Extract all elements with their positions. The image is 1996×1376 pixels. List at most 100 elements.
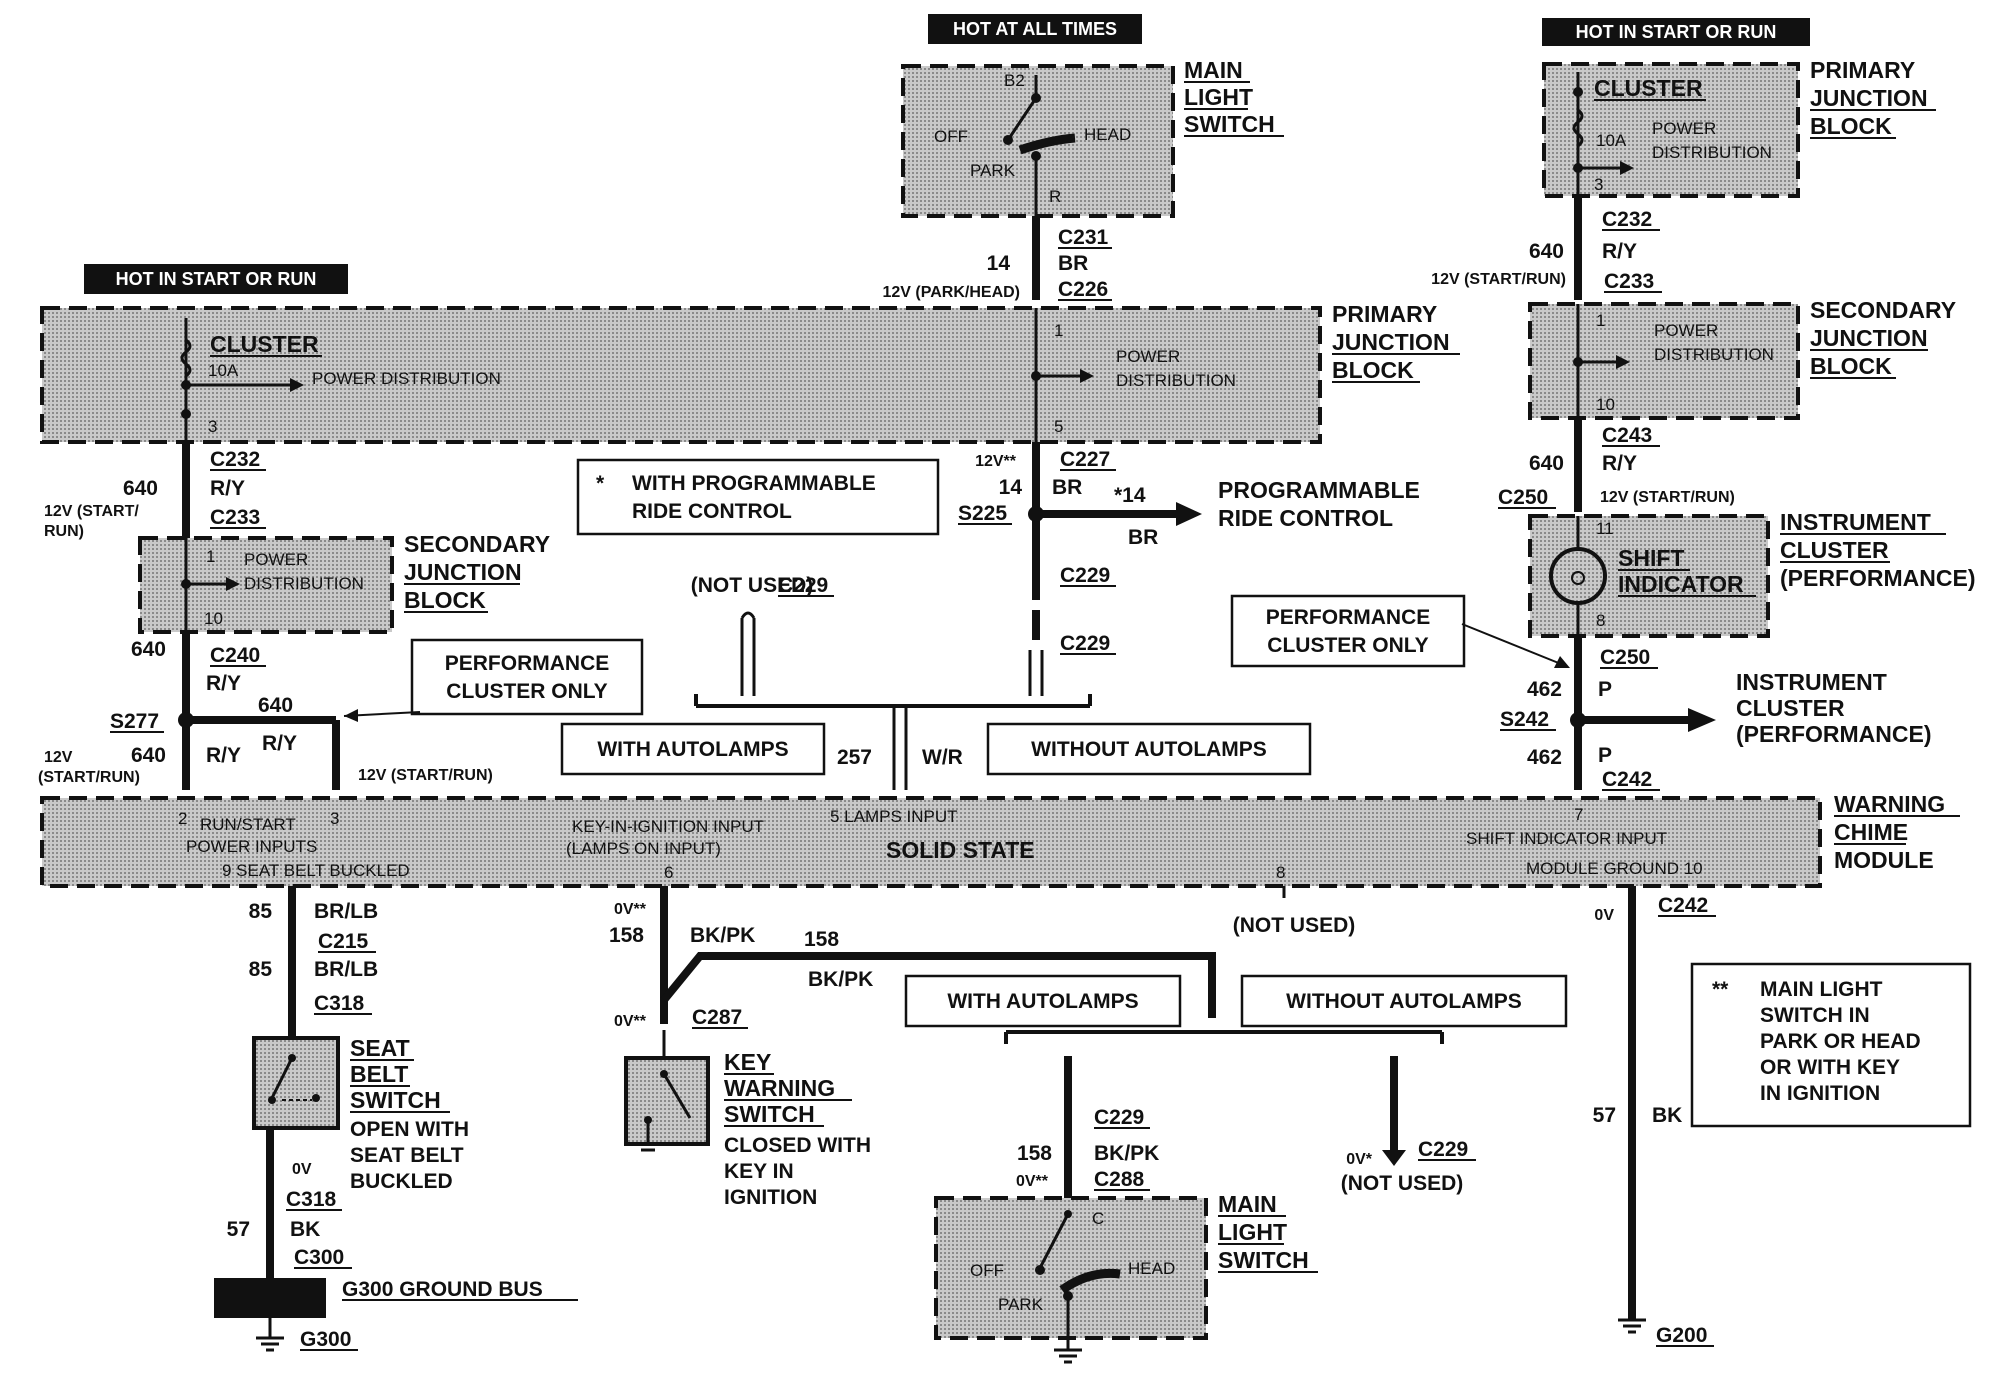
svg-text:INSTRUMENT: INSTRUMENT <box>1780 509 1931 535</box>
svg-text:SOLID STATE: SOLID STATE <box>886 837 1035 863</box>
svg-text:S277: S277 <box>110 710 159 733</box>
svg-text:BR: BR <box>1052 476 1082 499</box>
svg-text:C229: C229 <box>778 574 828 597</box>
svg-text:PRIMARY: PRIMARY <box>1332 301 1437 327</box>
svg-text:SWITCH: SWITCH <box>724 1101 815 1127</box>
main-light-switch-bottom-title: MAIN LIGHT SWITCH <box>1218 1191 1318 1273</box>
svg-text:MAIN: MAIN <box>1218 1191 1277 1217</box>
svg-text:RIDE CONTROL: RIDE CONTROL <box>1218 505 1393 531</box>
svg-text:C229: C229 <box>1094 1106 1144 1129</box>
svg-text:11: 11 <box>1596 519 1614 538</box>
svg-text:KEY-IN-IGNITION INPUT: KEY-IN-IGNITION INPUT <box>572 817 764 836</box>
svg-text:G300 GROUND BUS: G300 GROUND BUS <box>342 1278 543 1301</box>
svg-text:0V: 0V <box>1594 907 1614 924</box>
svg-text:0V*: 0V* <box>1346 1151 1373 1168</box>
svg-text:(START/RUN): (START/RUN) <box>38 769 140 786</box>
svg-text:8: 8 <box>1276 863 1285 882</box>
svg-text:(NOT USED): (NOT USED) <box>691 574 814 597</box>
svg-text:R: R <box>1049 187 1061 206</box>
svg-text:CLUSTER: CLUSTER <box>1594 75 1703 101</box>
svg-text:10: 10 <box>204 609 223 628</box>
svg-text:C227: C227 <box>1060 448 1110 471</box>
svg-text:1: 1 <box>206 547 215 566</box>
svg-text:3: 3 <box>330 809 339 828</box>
svg-text:HOT AT ALL TIMES: HOT AT ALL TIMES <box>953 19 1117 39</box>
svg-text:(LAMPS ON INPUT): (LAMPS ON INPUT) <box>566 839 721 858</box>
svg-text:BLOCK: BLOCK <box>404 587 486 613</box>
instrument-cluster: 11 SHIFT INDICATOR 8 <box>1528 514 1770 638</box>
svg-text:SEAT BELT: SEAT BELT <box>350 1144 464 1167</box>
note-with-autolamps-bottom: WITH AUTOLAMPS <box>904 974 1182 1028</box>
svg-text:9 SEAT BELT BUCKLED: 9 SEAT BELT BUCKLED <box>222 861 410 880</box>
svg-text:CLUSTER: CLUSTER <box>1736 695 1845 721</box>
svg-text:3: 3 <box>1594 175 1603 194</box>
svg-text:G300: G300 <box>300 1328 351 1351</box>
svg-text:C232: C232 <box>1602 208 1652 231</box>
svg-text:P: P <box>1598 744 1612 767</box>
svg-text:PARK OR HEAD: PARK OR HEAD <box>1760 1030 1921 1053</box>
primary-junction-block-right: CLUSTER 10A POWER DISTRIBUTION 3 <box>1542 62 1800 198</box>
svg-text:HOT IN START OR RUN: HOT IN START OR RUN <box>1576 22 1777 42</box>
not-used-top-branch: (NOT USED) C229 <box>691 574 834 696</box>
svg-text:85: 85 <box>249 900 273 923</box>
svg-text:MODULE GROUND 10: MODULE GROUND 10 <box>1526 859 1703 878</box>
svg-text:257: 257 <box>837 746 872 769</box>
hot-label-top: HOT AT ALL TIMES <box>928 14 1142 44</box>
wire-14-br-top: 14 C231 BR C226 12V (PARK/HEAD) <box>883 216 1112 301</box>
svg-text:LIGHT: LIGHT <box>1218 1219 1287 1245</box>
wire-57-bk-seat: 0V C318 57 BK C300 <box>227 1128 352 1282</box>
svg-text:POWER DISTRIBUTION: POWER DISTRIBUTION <box>312 369 501 388</box>
svg-text:MODULE: MODULE <box>1834 847 1934 873</box>
svg-text:OPEN WITH: OPEN WITH <box>350 1118 469 1141</box>
svg-text:462: 462 <box>1527 746 1562 769</box>
svg-text:CHIME: CHIME <box>1834 819 1908 845</box>
svg-text:PERFORMANCE: PERFORMANCE <box>1266 606 1431 629</box>
svg-text:RUN/START: RUN/START <box>200 815 296 834</box>
wire-85-brlb: 85 BR/LB C215 85 BR/LB C318 <box>249 886 378 1036</box>
secondary-junction-block-right: 1 POWER DISTRIBUTION 10 <box>1528 302 1800 420</box>
primary-junction-block-title: PRIMARY JUNCTION BLOCK <box>1332 301 1460 383</box>
svg-text:C: C <box>1092 1209 1104 1228</box>
svg-text:BLOCK: BLOCK <box>1810 353 1892 379</box>
svg-text:(NOT USED): (NOT USED) <box>1233 914 1356 937</box>
svg-text:12V (START/RUN): 12V (START/RUN) <box>1431 271 1566 288</box>
secondary-junction-block-left-title: SECONDARY JUNCTION BLOCK <box>404 531 550 613</box>
svg-text:5: 5 <box>1054 417 1063 436</box>
svg-text:**: ** <box>1712 978 1729 1001</box>
secondary-junction-block-right-title: SECONDARY JUNCTION BLOCK <box>1810 297 1956 379</box>
svg-text:POWER: POWER <box>244 550 308 569</box>
svg-text:12V (START/: 12V (START/ <box>44 503 139 520</box>
svg-text:C318: C318 <box>314 992 365 1015</box>
instrument-cluster-title: INSTRUMENT CLUSTER (PERFORMANCE) <box>1780 509 1976 591</box>
svg-text:14: 14 <box>987 252 1011 275</box>
autolamps-bracket-bottom <box>1004 1030 1444 1044</box>
svg-text:C288: C288 <box>1094 1168 1145 1191</box>
svg-text:CLOSED WITH: CLOSED WITH <box>724 1134 871 1157</box>
wire-not-used-bottom: 0V* C229 (NOT USED) <box>1341 1056 1476 1195</box>
svg-text:C242: C242 <box>1602 768 1652 791</box>
hot-label-left: HOT IN START OR RUN <box>84 264 348 294</box>
svg-text:BR/LB: BR/LB <box>314 900 378 923</box>
svg-text:WITH AUTOLAMPS: WITH AUTOLAMPS <box>947 990 1138 1013</box>
svg-text:PARK: PARK <box>998 1295 1044 1314</box>
svg-text:SHIFT: SHIFT <box>1618 545 1684 571</box>
svg-text:3: 3 <box>208 417 217 436</box>
note-performance-right: PERFORMANCE CLUSTER ONLY <box>1230 594 1570 668</box>
secondary-junction-block-left: 1 POWER DISTRIBUTION 10 <box>138 536 394 634</box>
svg-text:W/R: W/R <box>922 746 963 769</box>
svg-text:10: 10 <box>1596 395 1615 414</box>
key-warning-switch <box>624 1030 710 1152</box>
svg-text:640: 640 <box>131 744 166 767</box>
seat-belt-switch-title: SEAT BELT SWITCH OPEN WITH SEAT BELT BUC… <box>350 1035 469 1193</box>
svg-text:HOT IN START OR RUN: HOT IN START OR RUN <box>116 269 317 289</box>
svg-text:WARNING: WARNING <box>724 1075 835 1101</box>
warning-chime-module: 2 RUN/START 3 POWER INPUTS 9 SEAT BELT B… <box>40 796 1822 888</box>
svg-text:PERFORMANCE: PERFORMANCE <box>445 652 610 675</box>
primary-junction-block-right-title: PRIMARY JUNCTION BLOCK <box>1810 57 1936 139</box>
svg-text:OR WITH KEY: OR WITH KEY <box>1760 1056 1900 1079</box>
svg-text:C229: C229 <box>1418 1138 1468 1161</box>
svg-text:640: 640 <box>1529 240 1564 263</box>
svg-text:C287: C287 <box>692 1006 742 1029</box>
svg-text:C233: C233 <box>1604 270 1654 293</box>
svg-text:OFF: OFF <box>970 1261 1004 1280</box>
